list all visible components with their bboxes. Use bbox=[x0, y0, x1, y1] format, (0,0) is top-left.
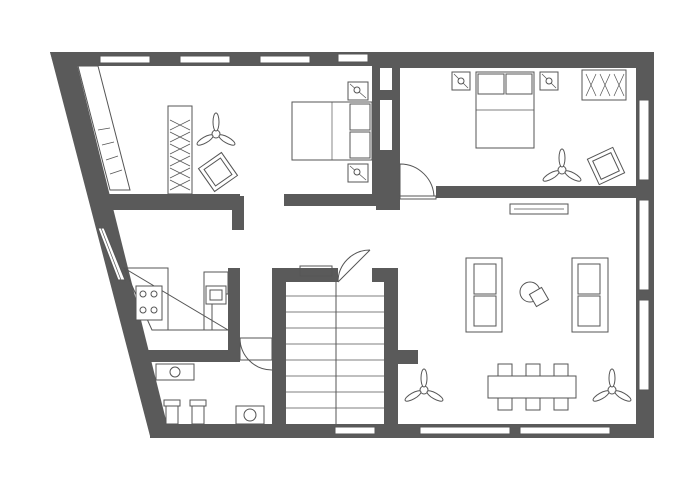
bedroom-2 bbox=[451, 69, 627, 186]
window-north-4 bbox=[337, 53, 369, 63]
sink-icon bbox=[205, 285, 227, 305]
armchair-icon bbox=[586, 146, 626, 186]
sink-icon bbox=[235, 405, 265, 425]
wall-bedroom1-south bbox=[92, 194, 240, 210]
window-north-1 bbox=[99, 55, 151, 64]
bed-icon bbox=[475, 71, 535, 149]
ceiling-fan-icon bbox=[196, 112, 236, 146]
stair-treads bbox=[286, 295, 384, 409]
sofa-icon bbox=[571, 257, 609, 333]
wall-stairwell-north bbox=[272, 268, 338, 282]
bed-icon bbox=[291, 101, 373, 161]
ceiling-fan-icon bbox=[404, 368, 444, 402]
ceiling-fan-icon bbox=[592, 368, 632, 402]
ceiling-fan-icon bbox=[542, 148, 582, 182]
nightstand bbox=[347, 81, 369, 101]
stove-icon bbox=[135, 285, 163, 321]
coffee-table bbox=[519, 281, 550, 308]
wall-stairwell-west bbox=[272, 268, 286, 432]
living-dining-room bbox=[404, 203, 632, 411]
wall-kitchen-south bbox=[140, 350, 240, 362]
window-east-1 bbox=[638, 99, 650, 181]
wall-bedroom2-south bbox=[436, 186, 654, 198]
interior-walls bbox=[92, 52, 654, 432]
window-north-2 bbox=[179, 55, 231, 64]
windows bbox=[97, 53, 650, 435]
window-north-3 bbox=[259, 55, 311, 64]
armchair-icon bbox=[197, 151, 239, 193]
nightstand bbox=[347, 163, 369, 183]
nightstand bbox=[539, 71, 559, 91]
exterior-wall-north-east bbox=[378, 52, 654, 68]
wardrobe-icon bbox=[167, 105, 193, 195]
window-south-3 bbox=[334, 426, 376, 435]
window-east-3 bbox=[638, 299, 650, 391]
toilet-icon bbox=[163, 399, 181, 425]
stair-landing bbox=[299, 265, 333, 277]
window-south-1 bbox=[419, 426, 511, 435]
wardrobe-icon bbox=[77, 65, 131, 191]
sofa-icon bbox=[465, 257, 503, 333]
doors bbox=[239, 163, 437, 371]
kitchen bbox=[122, 267, 230, 331]
nightstand bbox=[451, 71, 471, 91]
wall-kitchen-east bbox=[228, 268, 240, 360]
door-swing-icon bbox=[399, 163, 435, 199]
sink-icon bbox=[155, 363, 195, 381]
window-east-2 bbox=[638, 199, 650, 291]
toilet-icon bbox=[189, 399, 207, 425]
stairwell bbox=[286, 265, 384, 424]
door-swing-icon bbox=[337, 249, 371, 283]
bedroom-1 bbox=[77, 65, 373, 195]
window-west-kitchen bbox=[97, 227, 126, 281]
window-south-2 bbox=[519, 426, 611, 435]
wall-stairwell-east bbox=[384, 268, 398, 432]
wardrobe-icon bbox=[581, 69, 627, 101]
dining-table-icon bbox=[487, 363, 577, 411]
bathroom bbox=[155, 363, 265, 425]
tv-unit bbox=[509, 203, 569, 215]
wall-bedrooms-divider bbox=[372, 52, 380, 202]
